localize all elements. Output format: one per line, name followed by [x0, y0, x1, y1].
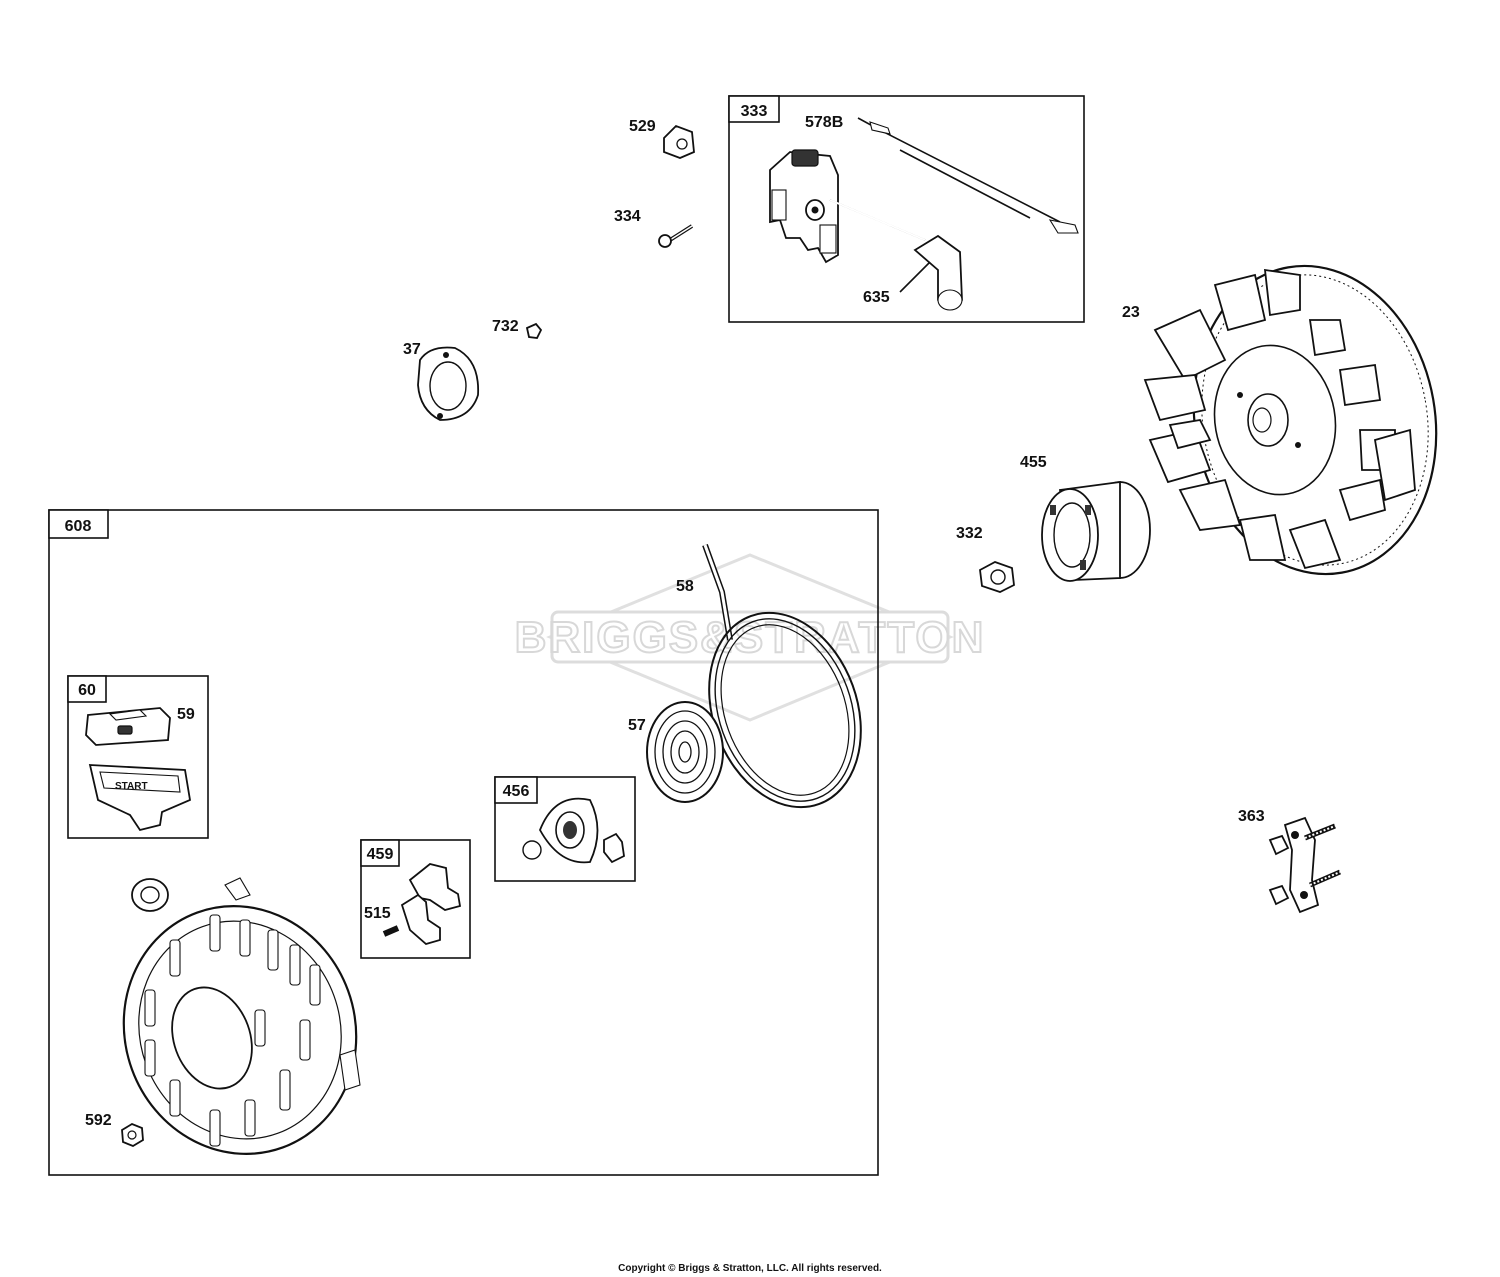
nut-592-part: [121, 1122, 144, 1148]
pawl-parts: [382, 863, 462, 945]
copyright-notice: Copyright © Briggs & Stratton, LLC. All …: [618, 1263, 882, 1274]
callout-58: 58: [676, 578, 694, 595]
ground-wire-part: [857, 117, 1079, 234]
callout-732: 732: [492, 318, 519, 335]
screw-334-part: [658, 224, 694, 248]
gasket-37-part: [417, 346, 479, 421]
callout-529: 529: [629, 118, 656, 135]
callout-578b: 578B: [805, 114, 843, 131]
callout-363: 363: [1238, 808, 1265, 825]
group-333-label: 333: [741, 103, 768, 120]
watermark-text: BRIGGS&STRATTON: [515, 613, 986, 662]
recoil-housing-part: [122, 877, 361, 1155]
starter-cup-455-part: [1041, 480, 1151, 582]
handle-insert-59-part: [85, 707, 171, 746]
callout-332: 332: [956, 525, 983, 542]
group-459-label: 459: [367, 846, 394, 863]
group-608-label: 608: [65, 518, 92, 535]
group-456-box: 456: [494, 776, 636, 882]
bracket-363-part: [1268, 816, 1341, 914]
callout-334: 334: [614, 208, 641, 225]
pulley-retainer-part: [522, 797, 625, 864]
flywheel-23-part: [1143, 264, 1438, 576]
callout-515: 515: [364, 905, 391, 922]
callout-59: 59: [177, 706, 195, 723]
nut-732-part: [525, 322, 543, 339]
group-60-box: 60: [67, 675, 209, 839]
nut-332-part: [979, 561, 1015, 593]
group-608-box: 608: [48, 509, 879, 1176]
callout-592: 592: [85, 1112, 112, 1129]
callout-23: 23: [1122, 304, 1140, 321]
recoil-spring-57-part: [646, 701, 724, 803]
callout-57: 57: [628, 717, 646, 734]
group-456-label: 456: [503, 783, 530, 800]
group-60-label: 60: [78, 682, 96, 699]
grommet-529-part: [663, 124, 695, 159]
callout-635: 635: [863, 289, 890, 306]
group-459-box: 459: [360, 839, 471, 959]
brand-watermark: BRIGGS&STRATTON: [514, 553, 986, 722]
callout-455: 455: [1020, 454, 1047, 471]
starter-handle-part: START: [88, 764, 192, 832]
callout-37: 37: [403, 341, 421, 358]
spark-plug-boot-part: [913, 234, 963, 311]
handle-start-text: START: [115, 781, 148, 792]
ignition-coil-part: [769, 149, 926, 264]
group-333-box: 333: [728, 95, 1085, 323]
